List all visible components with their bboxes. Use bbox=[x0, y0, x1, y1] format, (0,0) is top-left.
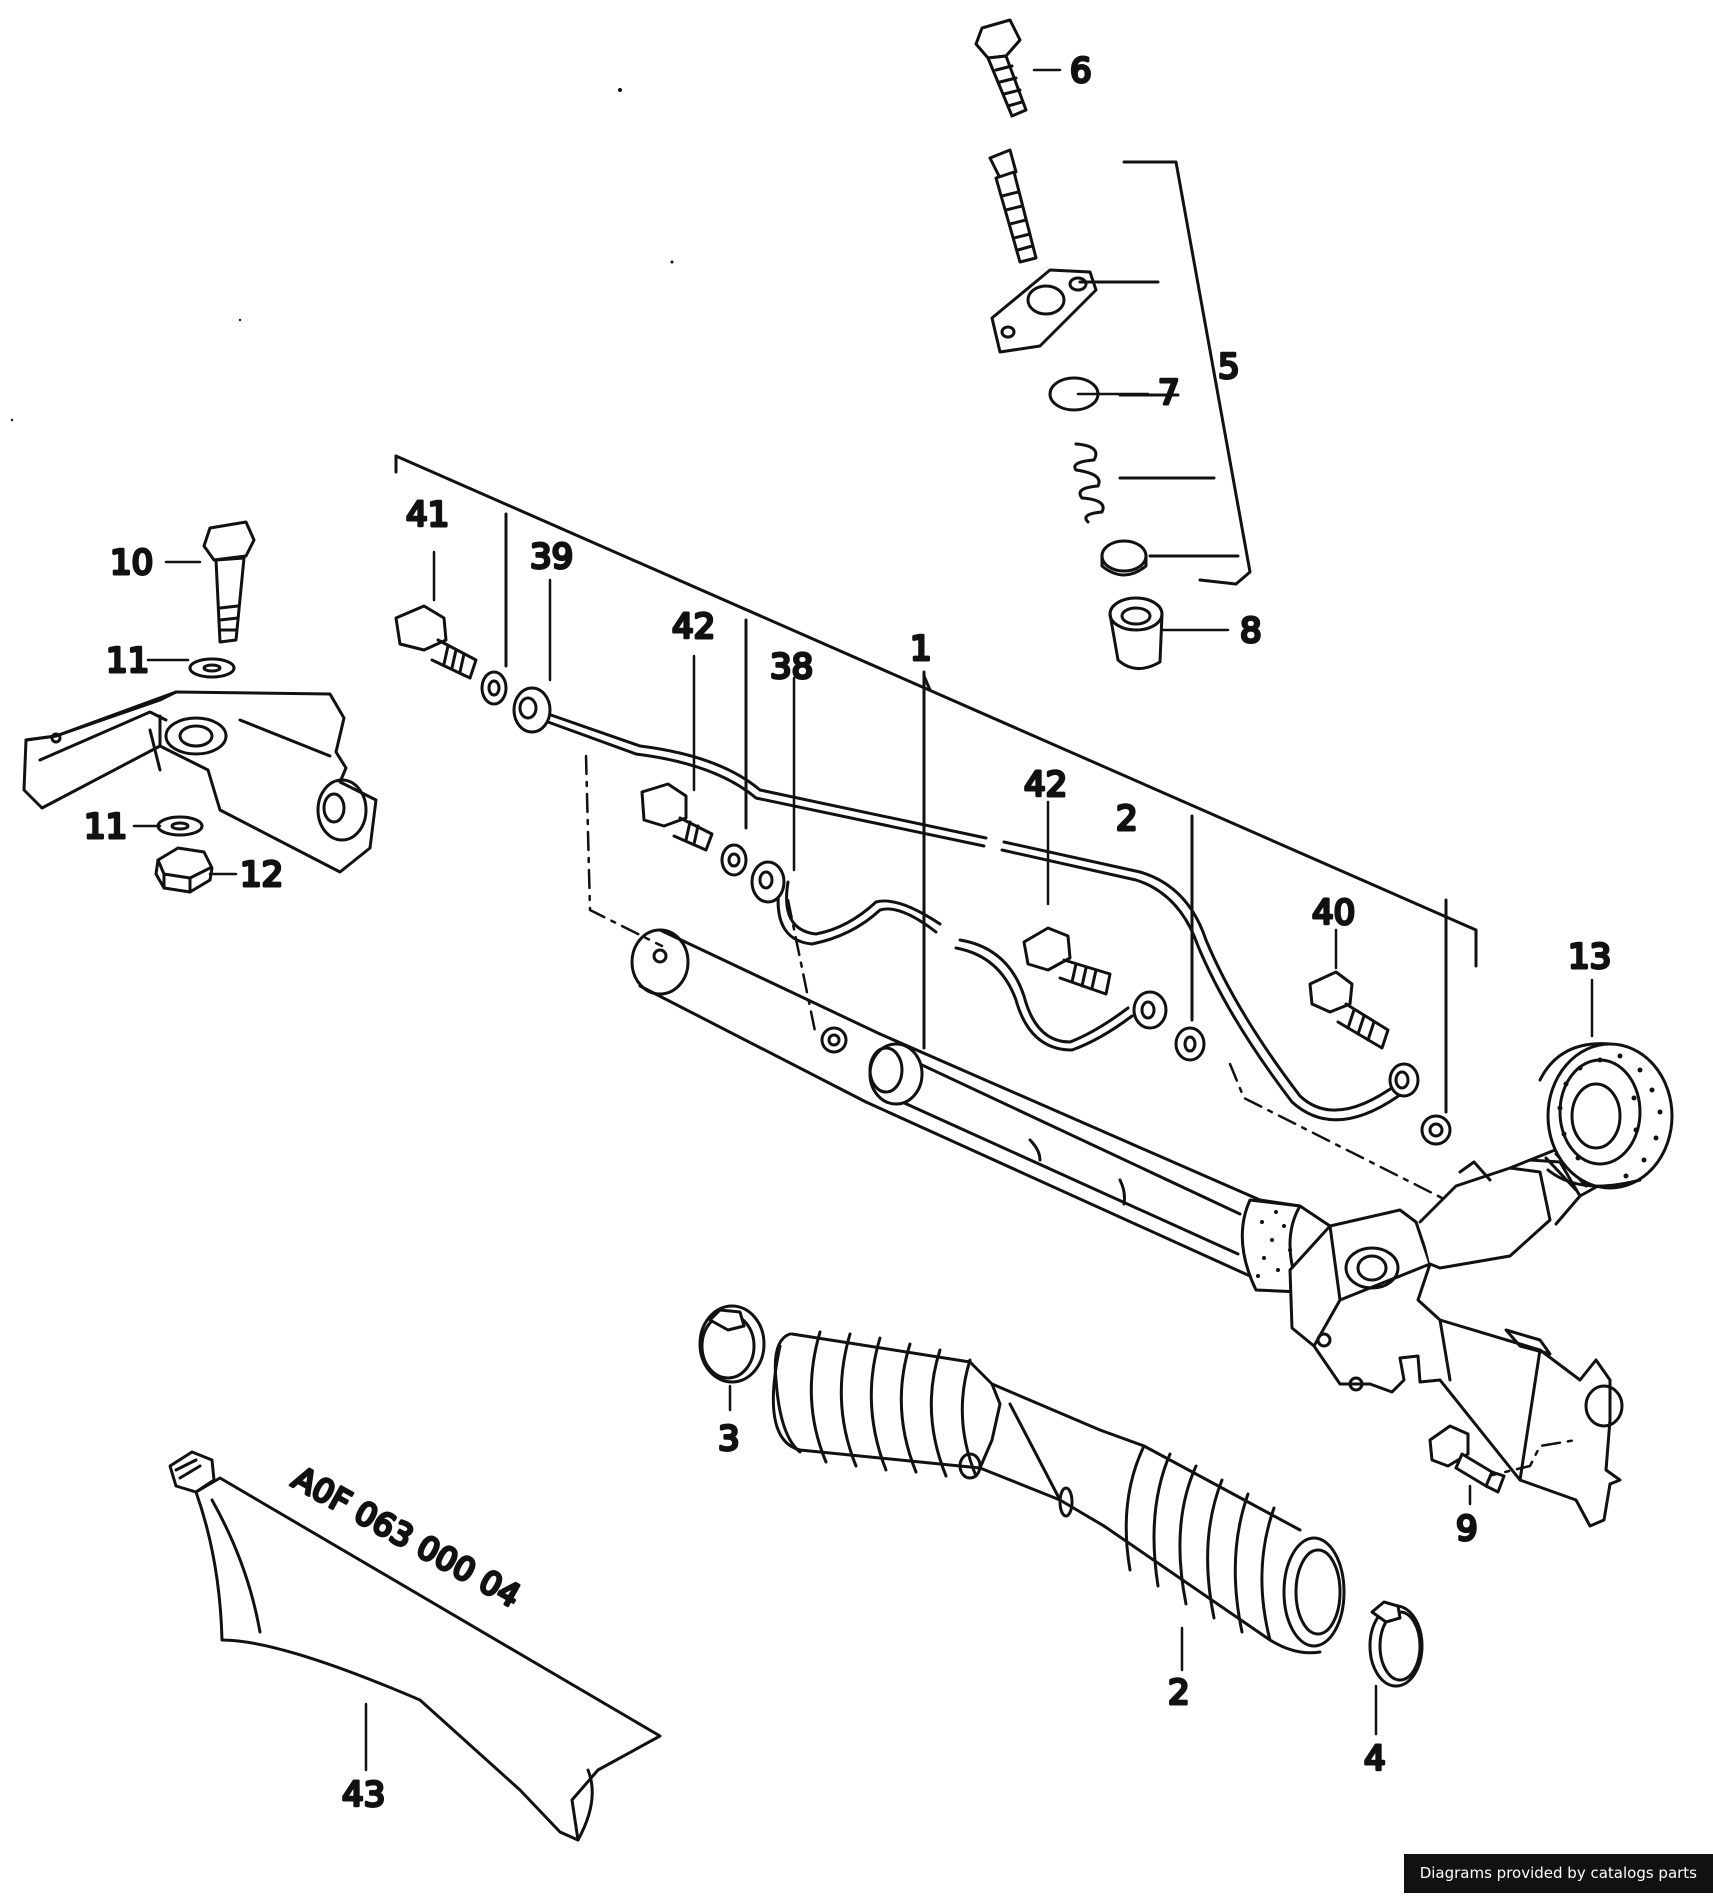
callout-13: 13 bbox=[1568, 937, 1611, 977]
mounting-bracket bbox=[22, 690, 378, 874]
callout-40: 40 bbox=[1312, 893, 1355, 933]
callout-9: 9 bbox=[1456, 1509, 1478, 1549]
callout-39: 39 bbox=[530, 537, 573, 577]
bolt-6 bbox=[974, 18, 1028, 118]
seal-ring-42 bbox=[720, 843, 748, 877]
callout-42-right: 42 bbox=[1024, 765, 1067, 805]
bolt-9 bbox=[1428, 1424, 1506, 1494]
grease-tube-43 bbox=[168, 1450, 662, 1842]
clamp-4 bbox=[1368, 1600, 1424, 1688]
seal-ring-2 bbox=[1174, 1026, 1206, 1062]
clamp-3 bbox=[698, 1304, 766, 1384]
banjo-bolt-42-left bbox=[640, 782, 714, 852]
banjo-bolt-42-right bbox=[1022, 926, 1112, 996]
callout-5: 5 bbox=[1218, 347, 1240, 387]
callout-10: 10 bbox=[110, 543, 153, 583]
callout-4: 4 bbox=[1364, 1739, 1386, 1779]
callout-43: 43 bbox=[342, 1775, 385, 1815]
banjo-bolt-41 bbox=[394, 604, 478, 680]
diagram-credit: Diagrams provided by catalogs parts bbox=[1403, 1854, 1713, 1893]
callout-41: 41 bbox=[406, 495, 449, 535]
callout-2-lower: 2 bbox=[1168, 1673, 1190, 1713]
callout-1: 1 bbox=[910, 629, 932, 669]
nut-12 bbox=[154, 846, 214, 894]
callout-8: 8 bbox=[1240, 611, 1262, 651]
callout-38: 38 bbox=[770, 647, 813, 687]
washer-11-top bbox=[188, 657, 236, 679]
rubber-boot-2 bbox=[771, 1330, 1346, 1655]
callout-2-upper: 2 bbox=[1116, 799, 1138, 839]
seal-ring-41 bbox=[480, 670, 508, 706]
bracket-1 bbox=[394, 454, 1478, 968]
callout-11-bottom: 11 bbox=[84, 807, 127, 847]
callout-42-left: 42 bbox=[672, 607, 715, 647]
seal-ring-40 bbox=[1420, 1114, 1452, 1146]
steering-rack-housing bbox=[630, 928, 1624, 1528]
scan-specks bbox=[10, 88, 674, 422]
callout-12: 12 bbox=[240, 855, 283, 895]
callout-6: 6 bbox=[1070, 51, 1092, 91]
valve-assembly-5 bbox=[988, 148, 1148, 577]
banjo-bolt-40 bbox=[1308, 970, 1390, 1050]
callout-3: 3 bbox=[718, 1419, 740, 1459]
callout-leaders bbox=[132, 68, 1594, 1772]
callout-11-top: 11 bbox=[106, 641, 149, 681]
washer-11-bottom bbox=[156, 815, 204, 837]
bolt-10 bbox=[202, 520, 256, 644]
pinion-boot-13 bbox=[1538, 1042, 1674, 1190]
assembly-lines bbox=[584, 754, 1578, 1480]
bush-8 bbox=[1108, 596, 1164, 670]
callout-labels: 6 5 7 8 41 39 42 38 1 42 2 40 13 10 11 1… bbox=[83, 50, 1613, 1817]
callout-7: 7 bbox=[1158, 373, 1180, 413]
pressure-pipes bbox=[512, 686, 1420, 1122]
